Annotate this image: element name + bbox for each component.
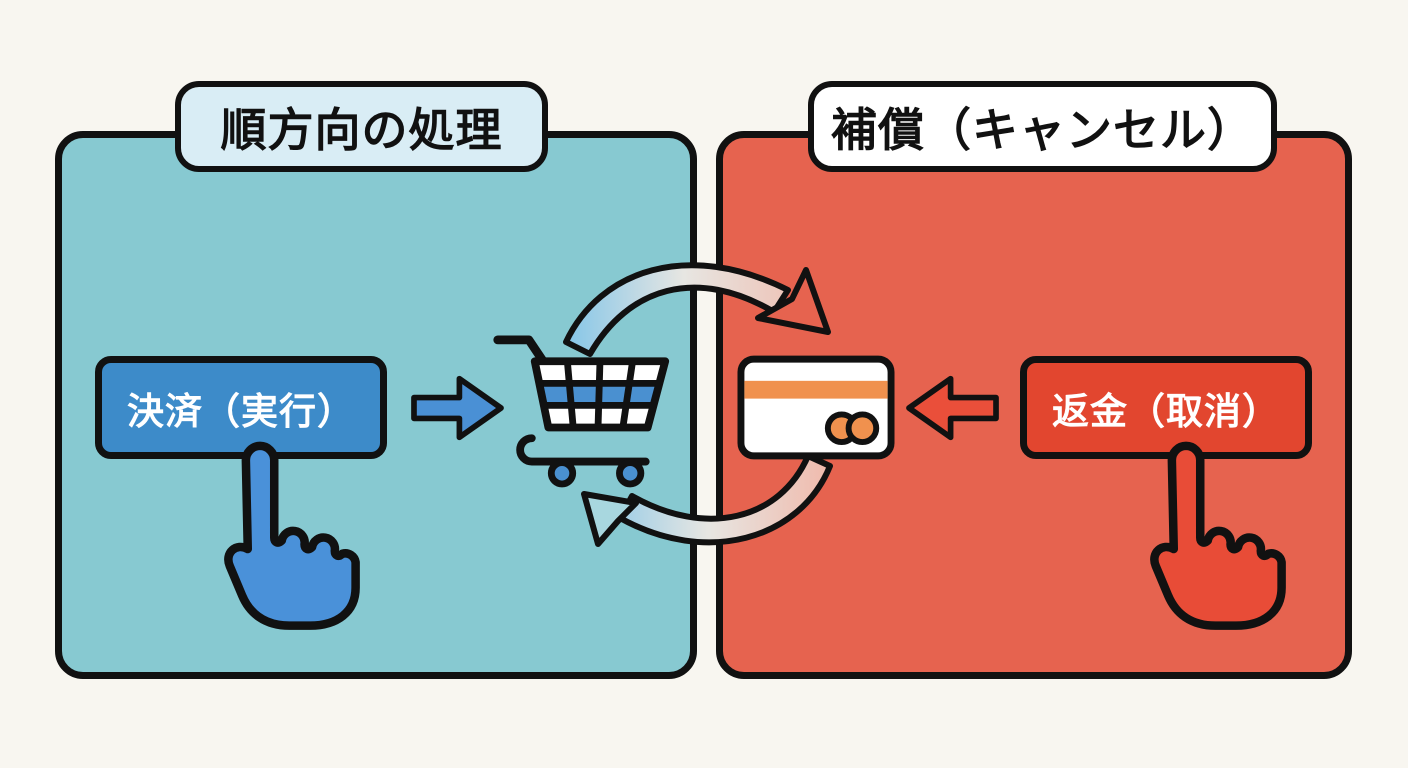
compensation-panel-title-label: 補償（キャンセル） bbox=[831, 102, 1254, 157]
pointer-hand-icon bbox=[224, 441, 360, 630]
refund-cancel-button[interactable]: 返金（取消） bbox=[1020, 356, 1312, 459]
shopping-cart-icon bbox=[493, 335, 670, 488]
payment-execute-button[interactable]: 決済（実行） bbox=[95, 356, 387, 459]
forward-panel-title: 順方向の処理 bbox=[175, 81, 548, 172]
pointer-hand-icon bbox=[1150, 441, 1286, 630]
credit-card-icon bbox=[737, 355, 895, 460]
forward-arrow-icon bbox=[411, 375, 504, 441]
compensation-panel-title: 補償（キャンセル） bbox=[808, 81, 1277, 172]
refund-arrow-icon bbox=[906, 375, 999, 441]
forward-panel-title-label: 順方向の処理 bbox=[220, 102, 503, 157]
